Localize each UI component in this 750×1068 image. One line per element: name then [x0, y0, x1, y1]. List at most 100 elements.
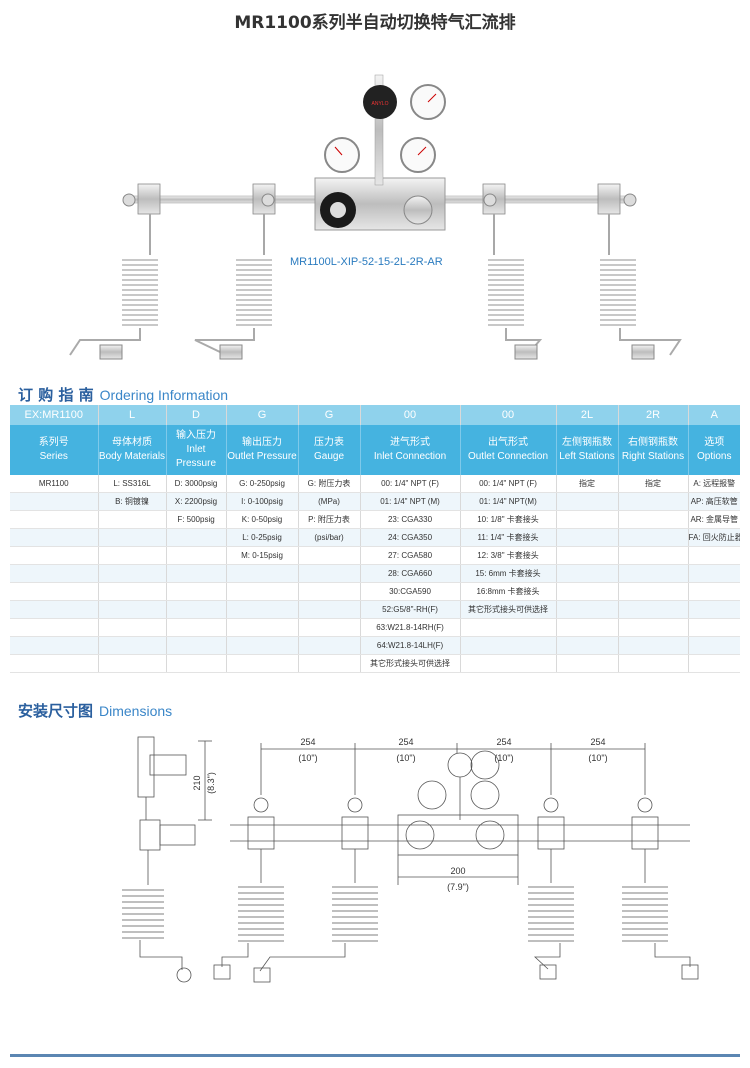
table-cell: X: 2200psig	[166, 492, 227, 511]
code-left-stations: 2L	[556, 405, 619, 425]
column-header-cn: 输入压力	[176, 430, 216, 441]
table-cell	[460, 654, 557, 673]
code-right-stations: 2R	[618, 405, 689, 425]
table-cell: 30:CGA590	[360, 582, 461, 601]
table-cell	[556, 510, 619, 529]
table-cell: L: SS316L	[98, 475, 167, 493]
column-header-cn: 压力表	[314, 437, 344, 448]
table-cell	[556, 582, 619, 601]
dim-height-mm: 210	[192, 775, 202, 790]
table-cell: (MPa)	[298, 492, 361, 511]
table-cell	[556, 546, 619, 565]
table-row: 其它形式接头可供选择	[10, 654, 740, 673]
table-cell	[618, 528, 689, 547]
table-cell: 52:G5/8"-RH(F)	[360, 600, 461, 619]
table-cell: 11: 1/4" 卡套接头	[460, 528, 557, 547]
table-cell: 其它形式接头可供选择	[360, 654, 461, 673]
table-row: 64:W21.8-14LH(F)	[10, 636, 740, 655]
table-cell: 12: 3/8" 卡套接头	[460, 546, 557, 565]
code-row: EX:MR1100 L D G G 00 00 2L 2R A	[10, 405, 740, 425]
table-cell: (psi/bar)	[298, 528, 361, 547]
table-cell: FA: 回火防止器	[688, 528, 740, 547]
ordering-heading-cn: 订 购 指 南	[18, 386, 94, 404]
table-cell: 28: CGA660	[360, 564, 461, 583]
table-cell	[98, 528, 167, 547]
dim-spacing-1-in: (10")	[298, 753, 317, 763]
table-cell	[226, 600, 299, 619]
dim-width-in: (7.9")	[447, 882, 469, 892]
column-header-cn: 进气形式	[390, 437, 430, 448]
table-cell	[618, 600, 689, 619]
code-gauge: G	[298, 405, 361, 425]
dim-spacing-3-in: (10")	[494, 753, 513, 763]
table-cell	[618, 564, 689, 583]
dim-spacing-2-mm: 254	[398, 737, 413, 747]
table-cell	[98, 564, 167, 583]
table-row: 52:G5/8"-RH(F)其它形式接头可供选择	[10, 600, 740, 619]
table-cell	[556, 564, 619, 583]
table-cell	[166, 618, 227, 637]
table-cell: L: 0-25psig	[226, 528, 299, 547]
table-cell	[10, 546, 99, 565]
code-inlet-connection: 00	[360, 405, 461, 425]
table-cell	[618, 654, 689, 673]
page-title: MR1100系列半自动切换特气汇流排	[234, 13, 516, 33]
table-cell	[10, 528, 99, 547]
table-cell	[226, 636, 299, 655]
table-cell	[226, 582, 299, 601]
column-header-en: Series	[39, 451, 68, 462]
table-cell	[618, 510, 689, 529]
table-cell	[98, 618, 167, 637]
table-cell	[298, 564, 361, 583]
table-cell	[460, 636, 557, 655]
table-cell: P: 附压力表	[298, 510, 361, 529]
table-cell	[98, 600, 167, 619]
table-cell	[688, 564, 740, 583]
dim-spacing-4-in: (10")	[588, 753, 607, 763]
ordering-heading-en: Ordering Information	[99, 387, 229, 403]
table-cell: 27: CGA580	[360, 546, 461, 565]
footer-divider	[10, 1054, 740, 1057]
table-cell	[98, 510, 167, 529]
table-cell: 63:W21.8-14RH(F)	[360, 618, 461, 637]
pigtail-coils	[149, 214, 610, 255]
station-valve-1	[137, 183, 161, 215]
table-cell: 10: 1/8" 卡套接头	[460, 510, 557, 529]
table-cell: F: 500psig	[166, 510, 227, 529]
table-row: 63:W21.8-14RH(F)	[10, 618, 740, 637]
table-cell: G: 0-250psig	[226, 475, 299, 493]
table-cell	[688, 654, 740, 673]
table-cell	[556, 654, 619, 673]
dimensions-heading-en: Dimensions	[99, 703, 173, 719]
code-inlet-pressure: D	[166, 405, 227, 425]
column-header-cn: 输出压力	[242, 437, 282, 448]
table-cell: 00: 1/4" NPT (F)	[360, 475, 461, 493]
table-cell: 16:8mm 卡套接头	[460, 582, 557, 601]
table-cell	[298, 636, 361, 655]
table-cell: 15: 6mm 卡套接头	[460, 564, 557, 583]
table-cell	[10, 636, 99, 655]
table-cell	[98, 582, 167, 601]
column-header-cn: 左侧钢瓶数	[562, 437, 612, 448]
table-cell	[298, 618, 361, 637]
table-cell	[618, 546, 689, 565]
table-cell	[10, 654, 99, 673]
table-cell: MR1100	[10, 475, 99, 493]
table-cell	[460, 618, 557, 637]
table-cell	[298, 600, 361, 619]
station-valve-4	[597, 183, 621, 215]
table-cell	[10, 564, 99, 583]
table-cell	[166, 564, 227, 583]
table-cell	[688, 546, 740, 565]
table-cell	[226, 654, 299, 673]
table-cell	[556, 600, 619, 619]
